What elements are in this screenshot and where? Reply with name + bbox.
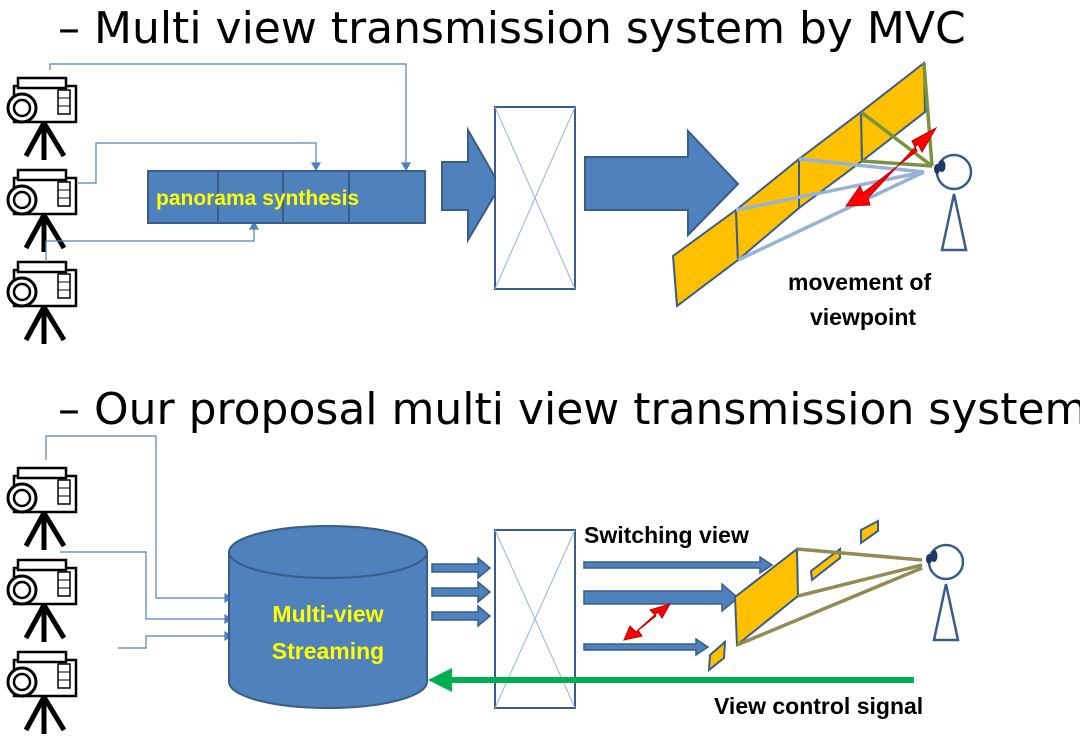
camera-connectors [45,435,234,649]
camera-icon [8,652,76,734]
stream-arrows [431,556,492,628]
block-arrow [584,128,740,238]
panorama-panels [671,60,927,308]
database-cylinder-icon: Multi-view Streaming [228,525,428,709]
section1-heading: – Multi view transmission system by MVC [58,3,966,54]
view-control-label: View control signal [714,693,923,719]
camera-connectors [45,63,412,262]
block-arrow [441,126,502,244]
switching-arrows [583,555,774,657]
movement-label-line1: movement of [788,269,931,295]
database-label-line2: Streaming [272,638,384,664]
movement-label-line2: viewpoint [810,304,916,330]
panorama-synthesis-label: panorama synthesis [156,187,359,210]
camera-icon [8,468,76,550]
switching-direction-arrow [623,603,672,641]
view-control-arrow [428,668,914,692]
sight-lines [735,62,934,262]
switching-view-label: Switching view [584,522,749,548]
camera-icon [8,560,76,642]
transmission-box-icon [494,106,576,290]
section2-heading: – Our proposal multi view transmission s… [58,384,1080,435]
camera-icon [8,78,76,160]
movement-arrow [845,126,938,207]
sight-lines [736,547,923,647]
viewer-eye-icon [924,543,965,642]
panorama-synthesis-block: panorama synthesis [147,170,426,224]
database-label-line1: Multi-view [272,601,383,627]
camera-icon [8,170,76,252]
viewer-eye-icon [932,153,973,252]
camera-icon [8,262,76,344]
